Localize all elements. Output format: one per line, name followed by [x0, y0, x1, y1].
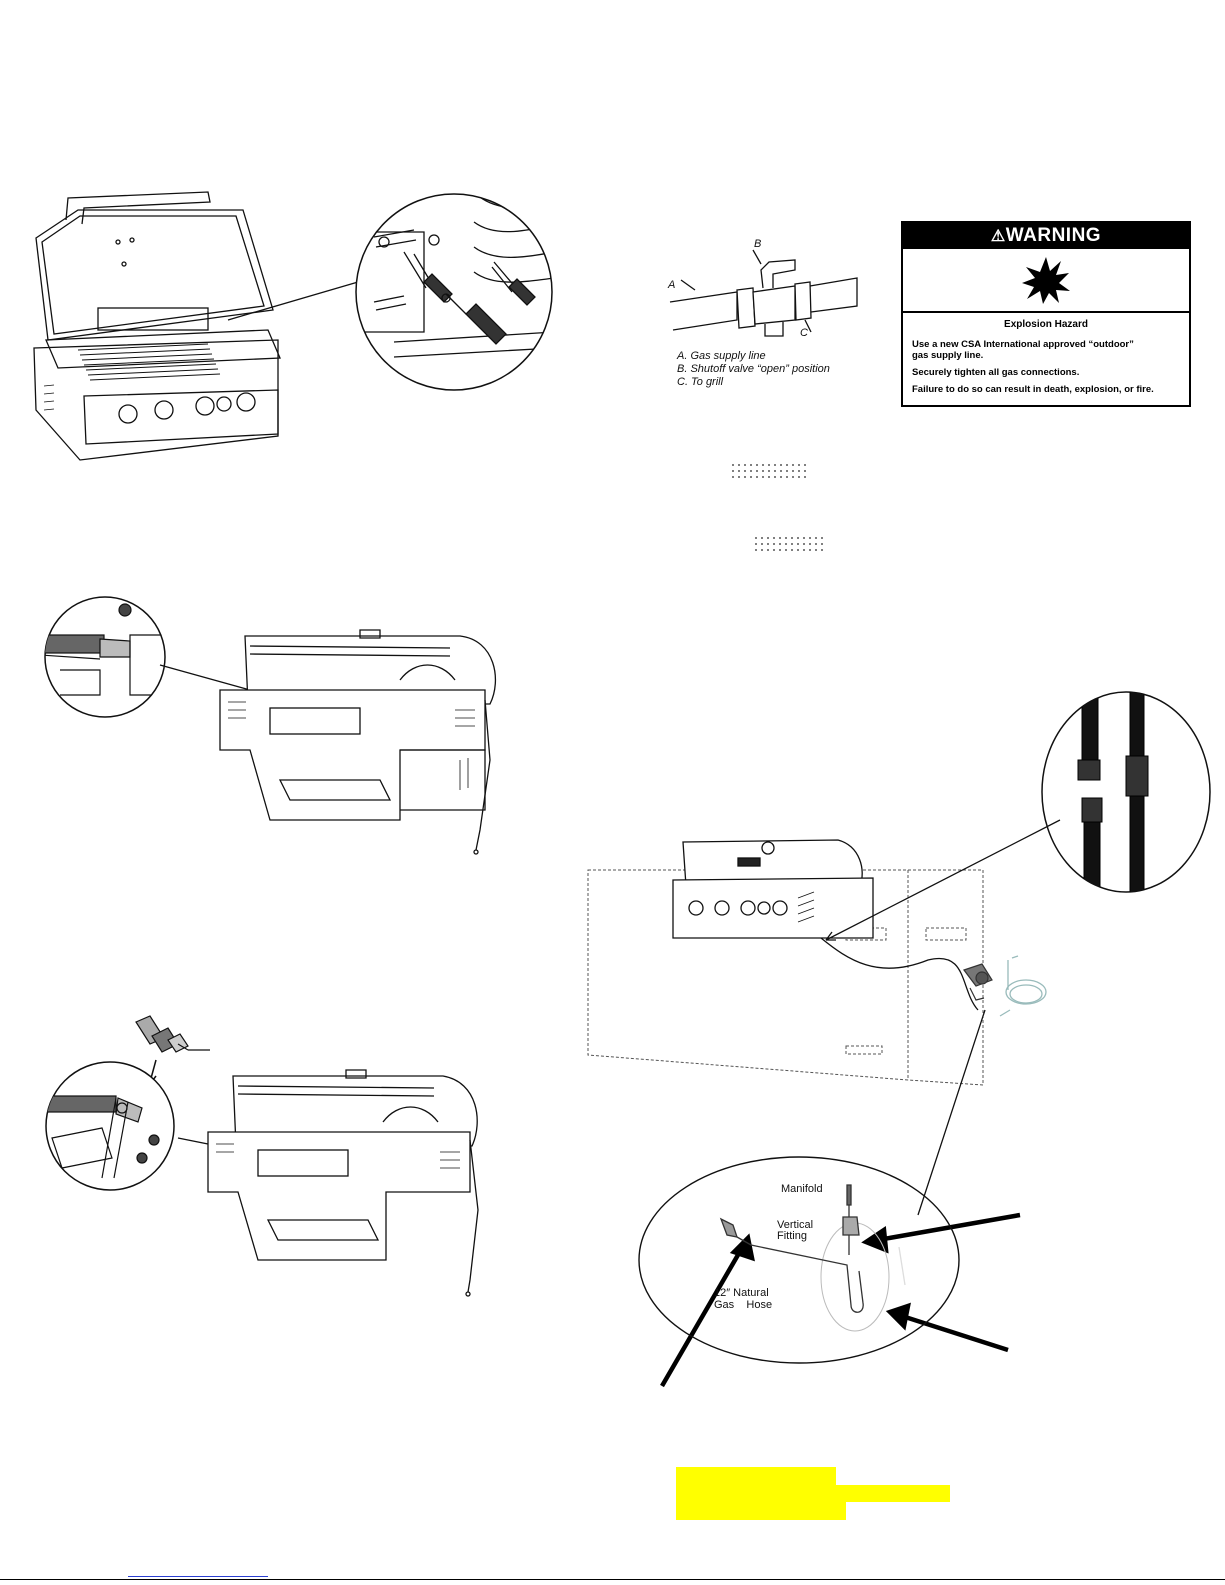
valve-label-b: B — [754, 238, 762, 250]
valve-label-c: C — [800, 327, 808, 339]
warning-header-text: WARNING — [1005, 225, 1102, 246]
warning-line-1a: Use a new CSA International approved “ou… — [912, 339, 1134, 350]
built-in-grill-island — [587, 839, 1047, 1086]
grill-rear-zoom-1 — [44, 596, 166, 718]
warning-line-2: Securely tighten all gas connections. — [912, 367, 1080, 378]
explosion-icon — [1022, 257, 1070, 304]
warning-triangle-icon: ⚠ — [990, 228, 1006, 245]
valve-label-a: A — [668, 279, 676, 291]
warning-header: ⚠WARNING — [903, 223, 1189, 249]
warning-title: Explosion Hazard — [1004, 319, 1088, 330]
warning-line-3: Failure to do so can result in death, ex… — [912, 384, 1154, 395]
explosion-warning-box: ⚠WARNING Explosion Hazard Use a new CSA … — [901, 221, 1191, 407]
grill-rear-zoom-2 — [45, 1061, 175, 1191]
page-bottom-rule — [0, 1579, 1225, 1580]
shutoff-valve-diagram — [669, 249, 858, 337]
grill-open-lid-illustration — [33, 191, 359, 461]
warning-line-1b: gas supply line. — [912, 350, 984, 361]
vertical-fitting-label-2: Fitting — [777, 1230, 807, 1242]
vertical-fitting-label-1: Vertical — [777, 1219, 814, 1231]
screw-detail-zoom — [355, 193, 553, 391]
natural-gas-connection-detail — [638, 1156, 960, 1364]
hose-connection-zoom — [1041, 691, 1211, 893]
dotted-artifact-1 — [730, 462, 808, 480]
grill-closed-side-view-2 — [177, 1069, 479, 1297]
highlight-bar-3 — [676, 1502, 846, 1520]
hose-label-2: Gas Hose — [714, 1299, 773, 1311]
dotted-artifact-2 — [753, 535, 825, 553]
valve-caption-b: B. Shutoff valve “open” position — [677, 363, 830, 375]
highlight-bar-2 — [676, 1485, 950, 1502]
manifold-label: Manifold — [781, 1183, 823, 1195]
link-underline[interactable] — [128, 1576, 268, 1577]
valve-caption-a: A. Gas supply line — [677, 350, 766, 362]
grill-closed-side-view-1 — [159, 629, 497, 855]
regulator-assembly — [963, 963, 993, 1001]
highlight-bar-1 — [676, 1467, 836, 1485]
warning-separator — [903, 311, 1189, 313]
valve-caption-c: C. To grill — [677, 376, 724, 388]
hose-label-1: 12″ Natural — [714, 1287, 769, 1299]
